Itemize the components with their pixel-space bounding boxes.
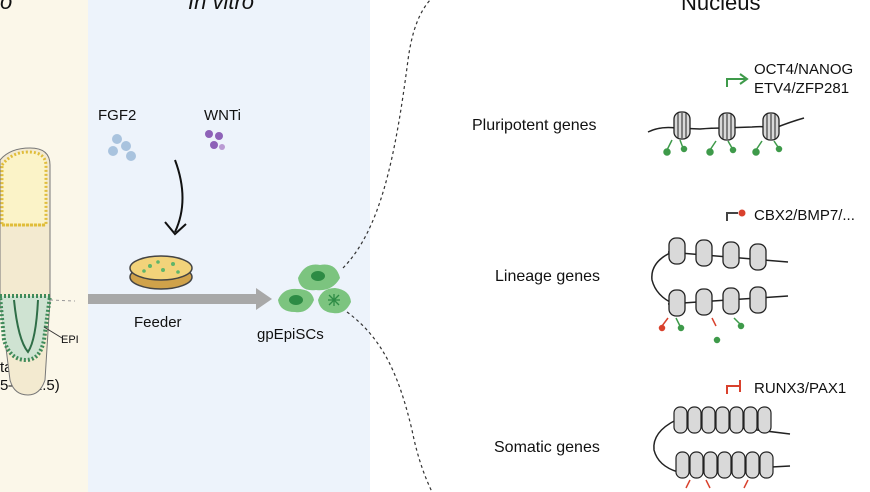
petri-dish-icon: [129, 255, 193, 290]
in-vivo-title: o: [0, 0, 13, 14]
transfer-arrow: [88, 288, 272, 310]
pluripotent-chromatin: [647, 73, 805, 156]
repressed-mark-icon: [726, 380, 741, 394]
nucleus-title: Nucleus: [681, 0, 761, 15]
curved-arrow-icon: [164, 159, 187, 236]
pluripotent-genes-label: Pluripotent genes: [472, 117, 597, 134]
fgf2-dots: [108, 134, 136, 161]
wnti-dots: [205, 130, 225, 150]
pluripotent-genes-list-1: OCT4/NANOG: [754, 61, 854, 78]
wnti-label: WNTi: [204, 107, 241, 124]
gpepisc-cells-icon: [278, 264, 351, 314]
fgf2-label: FGF2: [98, 107, 137, 124]
embryo-illustration: [0, 147, 63, 396]
somatic-genes-list: RUNX3/PAX1: [754, 380, 847, 397]
epi-label: EPI: [61, 334, 79, 346]
lineage-genes-list: CBX2/BMP7/...: [754, 207, 855, 224]
in-vitro-panel: [88, 0, 370, 492]
lineage-chromatin: [651, 209, 789, 344]
gpepiscs-label: gpEpiSCs: [257, 326, 324, 343]
feeder-label: Feeder: [134, 314, 182, 331]
lineage-genes-label: Lineage genes: [495, 268, 600, 285]
somatic-genes-label: Somatic genes: [494, 439, 600, 456]
in-vitro-title: In vitro: [188, 0, 255, 14]
poised-mark-icon: [726, 212, 738, 221]
somatic-chromatin: [653, 380, 791, 489]
pluripotent-genes-list-2: ETV4/ZFP281: [754, 80, 850, 97]
active-arrow-icon: [726, 73, 749, 87]
